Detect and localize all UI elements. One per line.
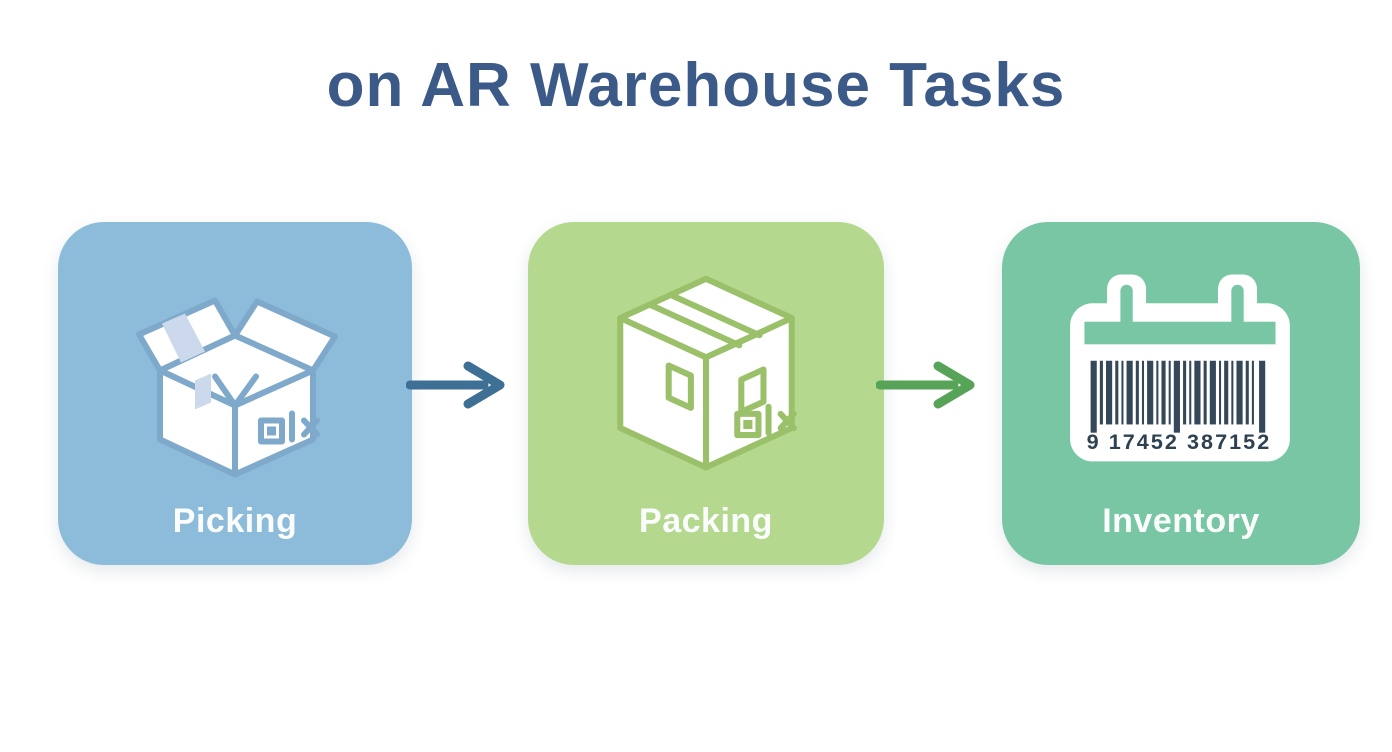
arrow-right-icon xyxy=(876,361,975,409)
arrow-right-icon xyxy=(406,361,505,409)
step-label-inventory: Inventory xyxy=(1102,502,1260,540)
barcode-label-icon: 9 17452 387152 xyxy=(1002,272,1360,468)
open-box-icon xyxy=(58,260,412,485)
page-title: on AR Warehouse Tasks xyxy=(326,51,1066,120)
step-card-picking: Picking xyxy=(58,222,412,565)
barcode-digits: 9 17452 387152 xyxy=(1087,429,1272,454)
barcode-bars xyxy=(1090,360,1266,433)
step-label-packing: Packing xyxy=(639,502,773,540)
closed-box-icon xyxy=(528,260,884,478)
step-card-packing: Packing xyxy=(528,222,884,565)
step-card-inventory: 9 17452 387152 Inventory xyxy=(1002,222,1360,565)
step-label-picking: Picking xyxy=(172,502,298,540)
